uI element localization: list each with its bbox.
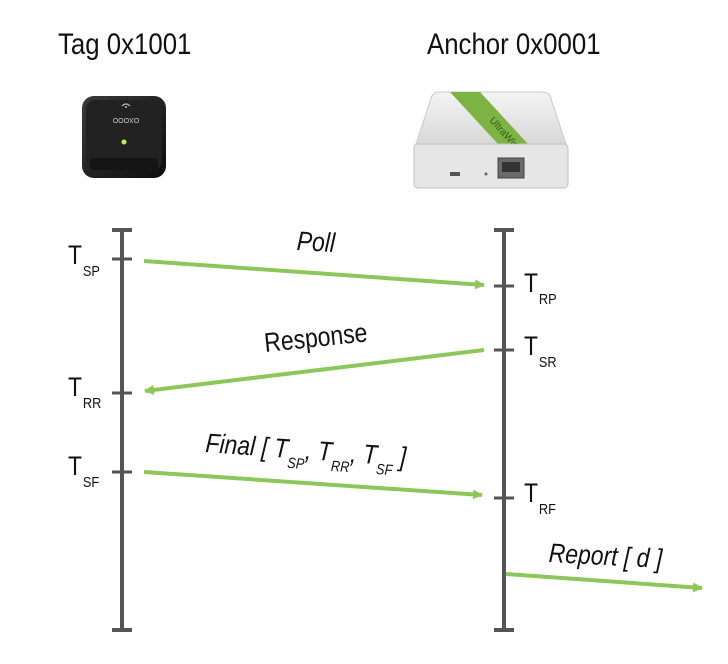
- label-trf: TRF: [524, 478, 556, 518]
- label-tsp: TSP: [68, 240, 100, 280]
- anchor-title: Anchor 0x0001: [427, 28, 601, 61]
- anchor-green-stripe: [450, 92, 528, 144]
- report-arrow: [505, 572, 703, 593]
- tag-lifeline: [112, 228, 132, 632]
- response-arrow: [144, 348, 485, 395]
- anchor-device-image: UltraWideBand: [413, 91, 569, 189]
- anchor-lifeline: [494, 228, 514, 632]
- label-tsf: TSF: [68, 451, 100, 491]
- poll-arrow: [143, 259, 485, 290]
- tag-device-image: OXOOO: [82, 96, 166, 178]
- final-arrow: [143, 470, 483, 500]
- tag-title: Tag 0x1001: [58, 28, 192, 61]
- label-trp: TRP: [524, 268, 557, 308]
- msg-report: Report [ d ]: [548, 538, 664, 574]
- msg-poll: Poll: [296, 226, 336, 259]
- label-tsr: TSR: [524, 331, 557, 371]
- tag-brand-text: OXOOO: [112, 116, 139, 123]
- label-trr: TRR: [68, 372, 102, 412]
